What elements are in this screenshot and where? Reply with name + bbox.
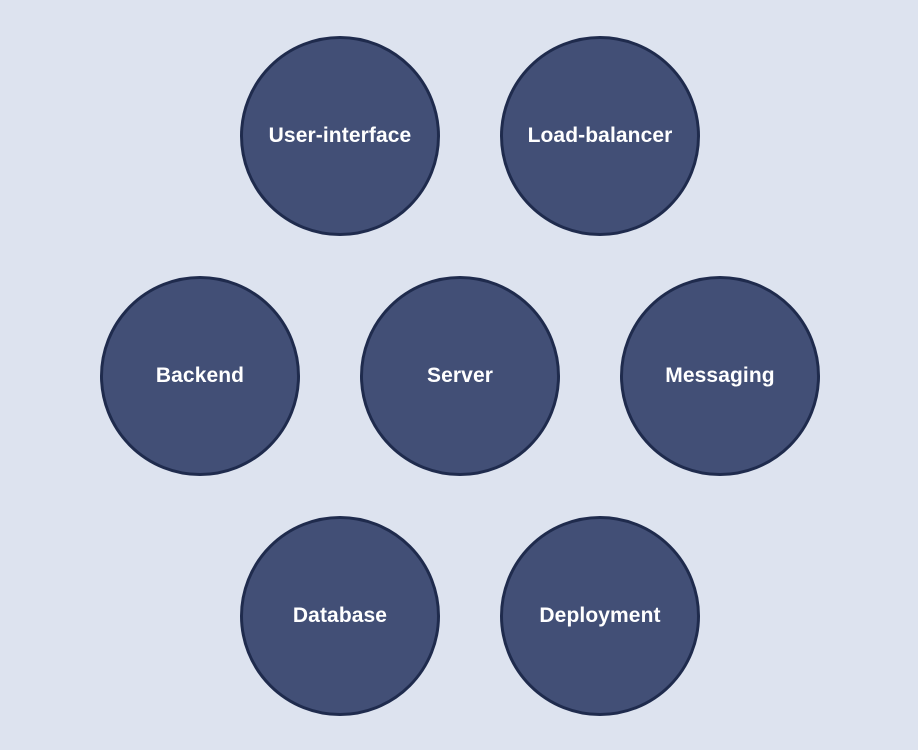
node-database[interactable]: Database	[240, 516, 440, 716]
node-deployment[interactable]: Deployment	[500, 516, 700, 716]
node-server[interactable]: Server	[360, 276, 560, 476]
node-label: Database	[292, 603, 388, 627]
node-label: Load-balancer	[527, 123, 673, 147]
node-label: Deployment	[539, 603, 661, 627]
node-user-interface[interactable]: User-interface	[240, 36, 440, 236]
node-messaging[interactable]: Messaging	[620, 276, 820, 476]
node-label: Backend	[155, 363, 245, 387]
node-label: Server	[427, 363, 493, 387]
node-label: User-interface	[268, 123, 412, 147]
node-label: Messaging	[665, 363, 775, 387]
node-backend[interactable]: Backend	[100, 276, 300, 476]
node-load-balancer[interactable]: Load-balancer	[500, 36, 700, 236]
